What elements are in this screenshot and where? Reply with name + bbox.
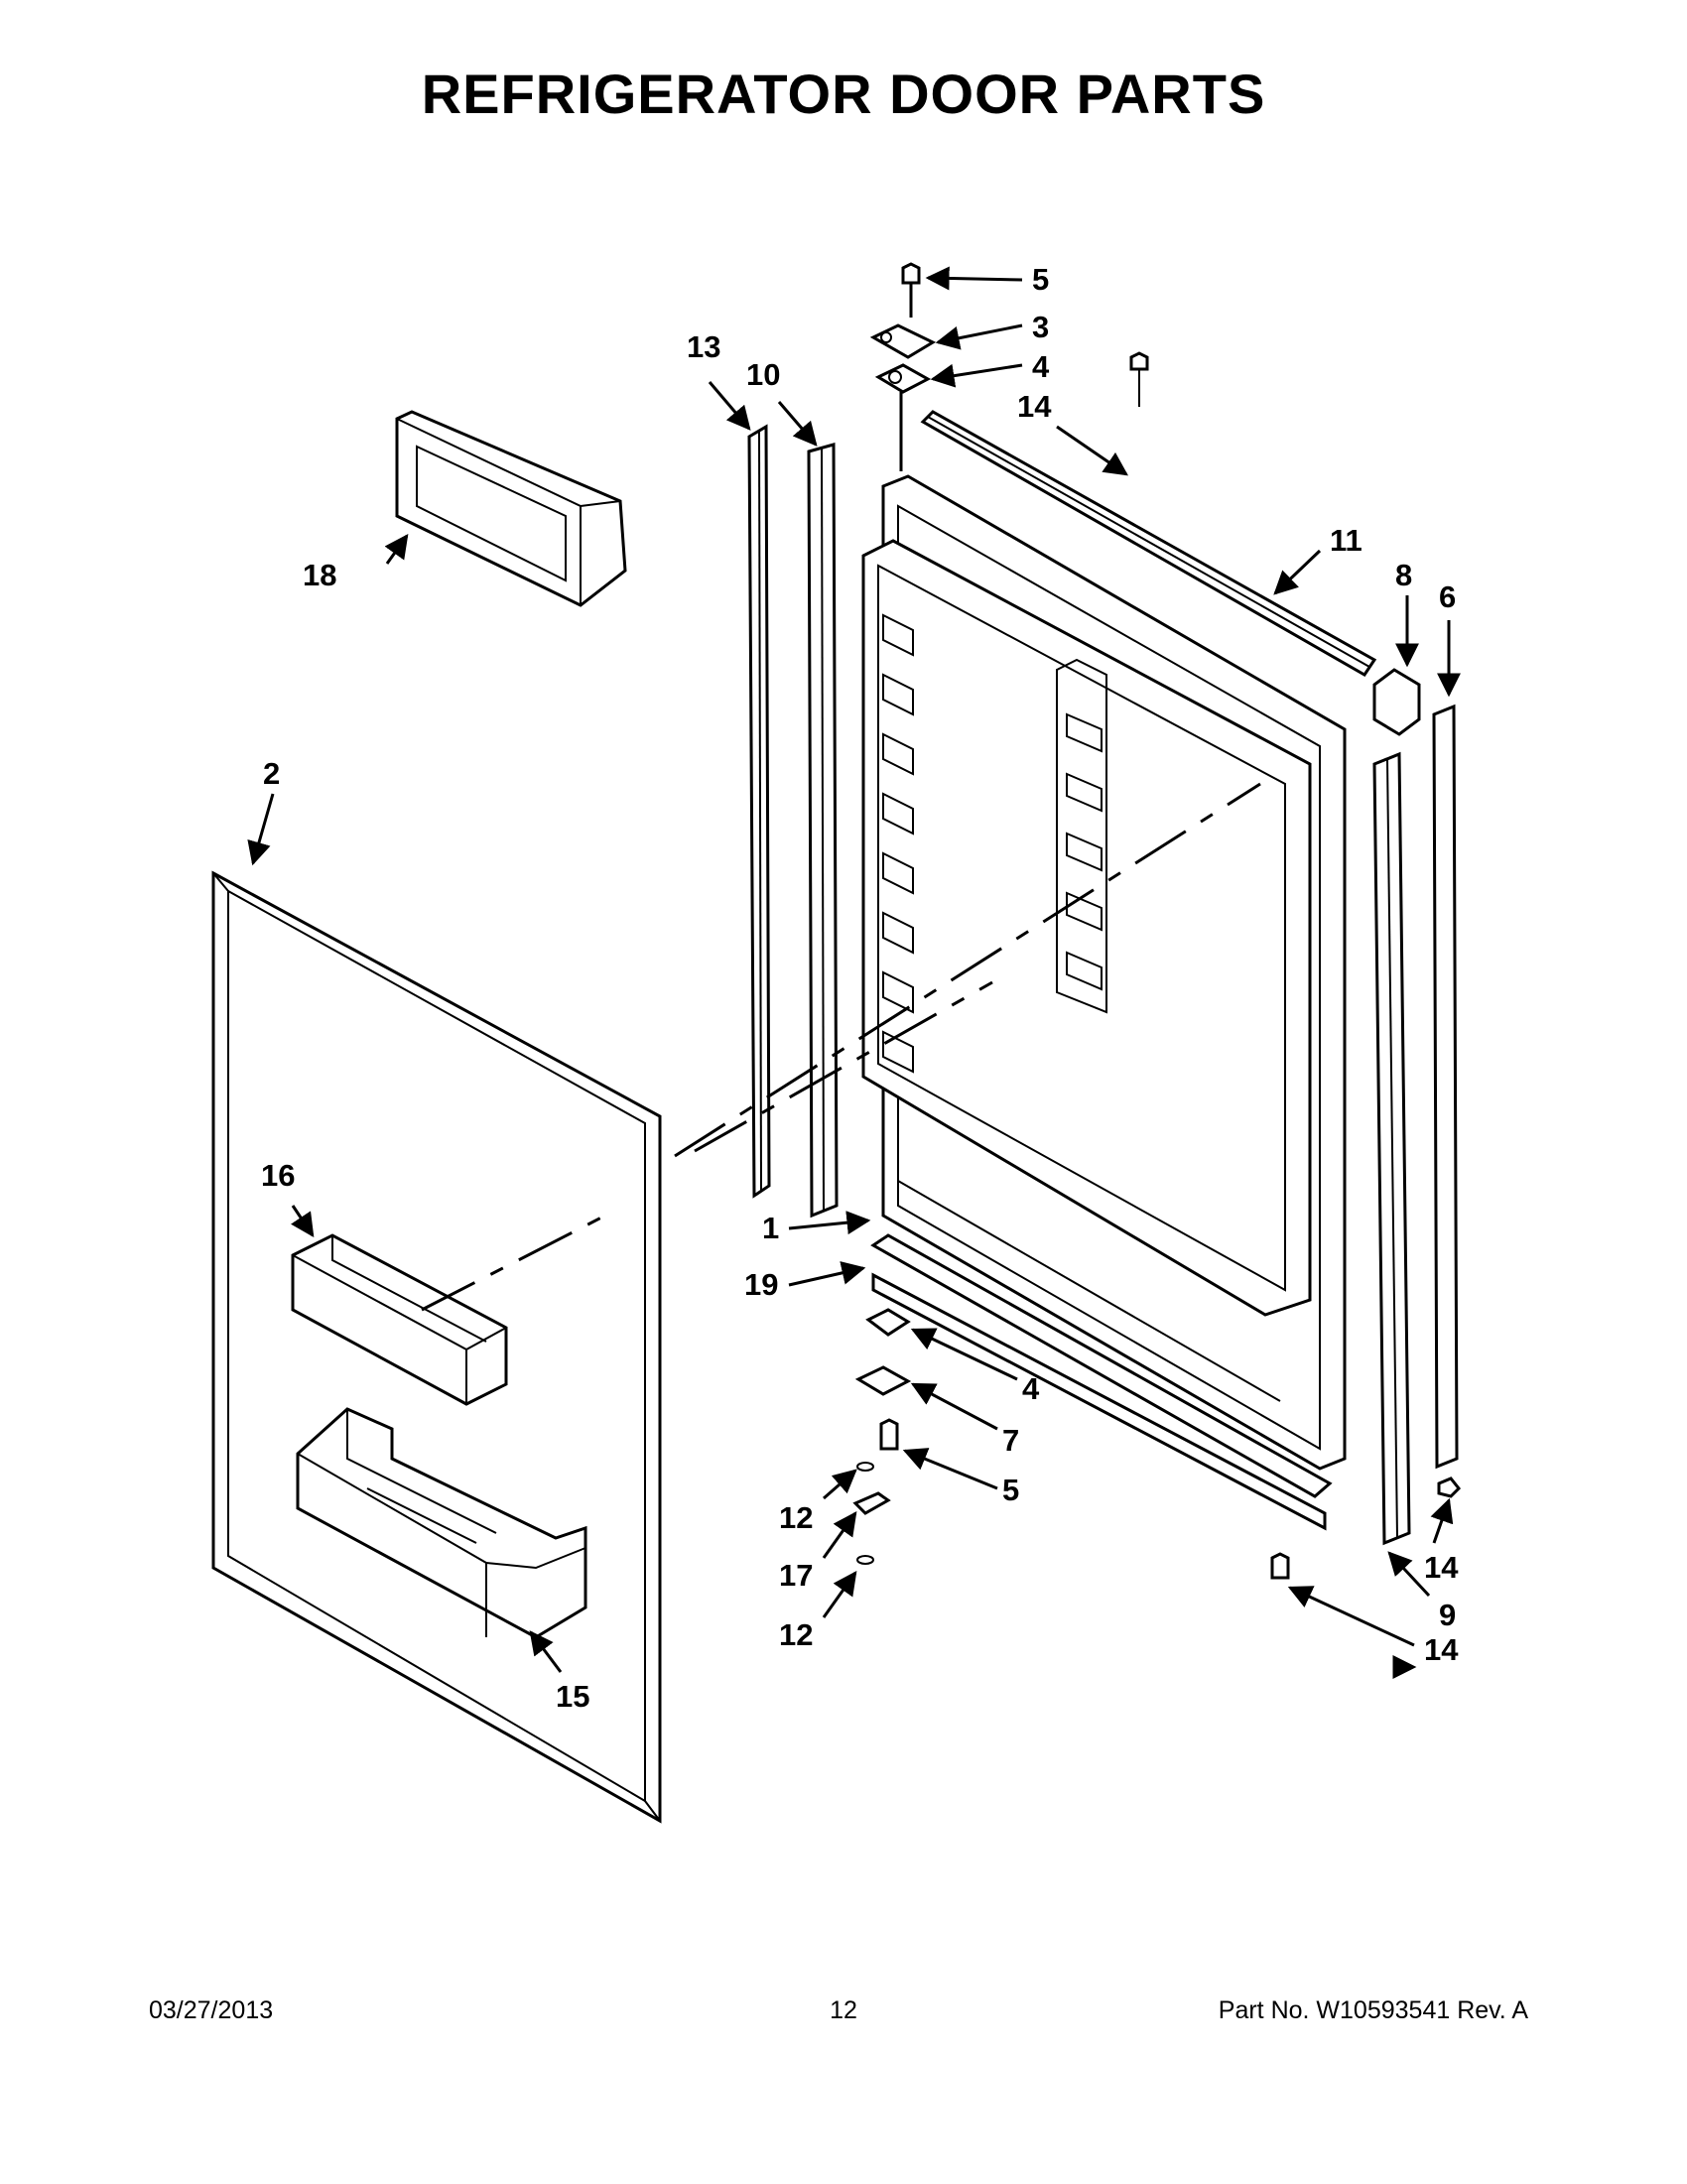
callout-14-right: 14 (1424, 1550, 1459, 1585)
callout-17: 17 (779, 1558, 813, 1593)
top-hinge-hardware (869, 262, 1149, 471)
bottom-hinge-hardware (852, 1308, 1462, 1580)
leader-arrows (247, 266, 1461, 1673)
callout-10: 10 (746, 357, 780, 392)
callout-4-bottom: 4 (1022, 1371, 1040, 1406)
callout-8: 8 (1395, 558, 1412, 592)
callout-18: 18 (303, 558, 336, 592)
bottom-rail-part-19 (870, 1233, 1333, 1531)
callout-16: 16 (261, 1158, 295, 1193)
callout-3: 3 (1032, 310, 1049, 344)
footer-date: 03/27/2013 (149, 1996, 274, 2024)
assembly-lines (421, 782, 1261, 1312)
hinge-block-part-8 (1372, 668, 1421, 736)
callout-6: 6 (1439, 579, 1456, 614)
door-bin-part-15 (296, 1407, 587, 1639)
gasket-strip-part-6 (1432, 704, 1459, 1470)
callout-numbers: 5 3 4 14 11 8 6 13 10 18 2 16 15 1 19 4 … (261, 262, 1459, 1714)
top-rail-part-11 (920, 410, 1377, 677)
page-title: REFRIGERATOR DOOR PARTS (421, 63, 1266, 125)
callout-19: 19 (744, 1267, 778, 1302)
callout-12-upper: 12 (779, 1500, 813, 1535)
door-liner-part-1 (861, 474, 1347, 1471)
callout-13: 13 (687, 329, 720, 364)
footer-part-number: Part No. W10593541 Rev. A (1218, 1996, 1528, 2024)
callout-12-lower: 12 (779, 1617, 813, 1652)
callout-2: 2 (263, 756, 280, 791)
callout-4-top: 4 (1032, 349, 1050, 384)
door-bin-part-16 (291, 1233, 508, 1406)
door-bin-part-18 (395, 410, 627, 607)
callout-14-bottom: 14 (1424, 1632, 1459, 1667)
callout-15: 15 (556, 1679, 589, 1714)
trim-strip-part-10 (807, 443, 839, 1219)
footer-page-number: 12 (830, 1996, 857, 2024)
callout-5-bottom: 5 (1002, 1473, 1019, 1507)
callout-5-top: 5 (1032, 262, 1049, 297)
callout-14-top: 14 (1017, 389, 1052, 424)
callout-11: 11 (1330, 523, 1363, 558)
gasket-strip-part-13 (747, 424, 771, 1199)
callout-7: 7 (1002, 1423, 1019, 1458)
side-trim-part-9 (1372, 751, 1411, 1546)
callout-1: 1 (762, 1211, 779, 1245)
callout-9: 9 (1439, 1598, 1456, 1632)
